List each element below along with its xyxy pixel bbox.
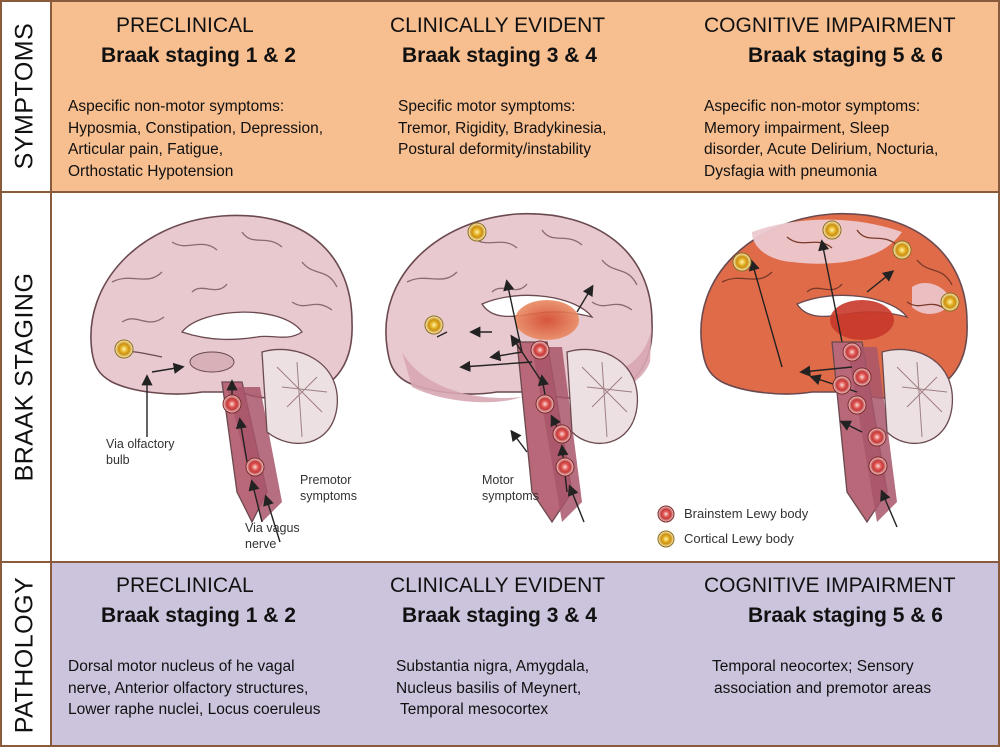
cortical-lewy-body-legend-icon	[657, 530, 675, 548]
brain-stages-illustration: Via olfactory bulb Via vagus nerve Premo…	[90, 213, 968, 551]
desc-line: Hyposmia, Constipation, Depression,	[68, 119, 324, 137]
motor-label-2: symptoms	[482, 489, 539, 503]
desc-line: nerve, Anterior olfactory structures,	[68, 679, 309, 697]
pathology-row: PATHOLOGY PRECLINICAL Braak staging 1 & …	[0, 562, 1000, 747]
legend-label-cortical: Cortical Lewy body	[684, 531, 794, 546]
olfactory-label-1: Via olfactory	[106, 437, 175, 451]
row-divider	[0, 561, 1000, 563]
brainstem-lewy-body-icon	[868, 456, 888, 476]
brainstem-lewy-body-icon	[867, 427, 887, 447]
braak-stage-label: Braak staging 5 & 6	[748, 604, 943, 627]
brainstem-lewy-body-legend-icon	[657, 505, 675, 523]
desc-line: Articular pain, Fatigue,	[68, 141, 224, 158]
premotor-label-1: Premotor	[300, 473, 351, 487]
pathology-col-clinically-evident: CLINICALLY EVIDENT Braak staging 3 & 4 S…	[390, 562, 690, 747]
cortical-lewy-body-icon	[822, 220, 842, 240]
cortical-lewy-body-icon	[424, 315, 444, 335]
stage-title: COGNITIVE IMPAIRMENT	[704, 14, 956, 37]
brainstem-lewy-body-icon	[852, 367, 872, 387]
desc-line: Dysfagia with pneumonia	[704, 162, 878, 180]
desc-line: association and premotor areas	[714, 679, 932, 697]
pathology-col-cognitive-impairment: COGNITIVE IMPAIRMENT Braak staging 5 & 6…	[702, 562, 998, 747]
symptoms-row-label-cell: SYMPTOMS	[0, 0, 52, 192]
brainstem-lewy-body-icon	[552, 424, 572, 444]
stage-title: PRECLINICAL	[116, 574, 254, 597]
vagus-label-2: nerve	[245, 537, 276, 551]
legend-label-brainstem: Brainstem Lewy body	[684, 506, 809, 521]
braak-stage-label: Braak staging 3 & 4	[402, 604, 597, 627]
braak-stage-label: Braak staging 3 & 4	[402, 44, 597, 67]
stage-title: PRECLINICAL	[116, 14, 254, 37]
stage-title: CLINICALLY EVIDENT	[390, 574, 606, 597]
pathology-description: Substantia nigra, Amygdala, Nucleus basi…	[396, 656, 589, 721]
legend: Brainstem Lewy body Cortical Lewy body	[657, 505, 809, 548]
braak-row-label: BRAAK STAGING	[10, 272, 39, 482]
pathology-row-label: PATHOLOGY	[10, 576, 39, 733]
brainstem-lewy-body-icon	[245, 457, 265, 477]
braak-row-label-cell: BRAAK STAGING	[0, 192, 52, 562]
brainstem-lewy-body-icon	[832, 375, 852, 395]
desc-line: Aspecific non-motor symptoms:	[704, 98, 921, 115]
pathology-col-preclinical: PRECLINICAL Braak staging 1 & 2 Dorsal m…	[68, 562, 368, 747]
pathology-row-label-cell: PATHOLOGY	[0, 562, 52, 747]
symptoms-col-preclinical: PRECLINICAL Braak staging 1 & 2 Aspecifi…	[68, 0, 368, 192]
desc-line: Specific motor symptoms:	[398, 98, 576, 115]
olfactory-label-2: bulb	[106, 453, 130, 467]
desc-line: Dorsal motor nucleus of he vagal	[68, 658, 295, 675]
cortical-lewy-body-icon	[732, 252, 752, 272]
brain-stage-3: Brainstem Lewy body Cortical Lewy body	[657, 213, 968, 548]
desc-line: Nucleus basilis of Meynert,	[396, 679, 582, 697]
desc-line: Tremor, Rigidity, Bradykinesia,	[398, 119, 607, 137]
symptoms-panel: PRECLINICAL Braak staging 1 & 2 Aspecifi…	[52, 0, 1000, 192]
braak-stage-label: Braak staging 5 & 6	[748, 44, 943, 67]
row-divider	[0, 191, 1000, 193]
braak-stage-label: Braak staging 1 & 2	[101, 44, 296, 67]
symptoms-row: SYMPTOMS PRECLINICAL Braak staging 1 & 2…	[0, 0, 1000, 192]
brainstem-lewy-body-icon	[530, 340, 550, 360]
desc-line: Temporal mesocortex	[400, 701, 549, 718]
stage-title: CLINICALLY EVIDENT	[390, 14, 606, 37]
brainstem-lewy-body-icon	[555, 457, 575, 477]
symptoms-row-label: SYMPTOMS	[10, 22, 39, 170]
vagus-label-1: Via vagus	[245, 521, 300, 535]
cortical-lewy-body-icon	[940, 292, 960, 312]
desc-line: disorder, Acute Delirium, Nocturia,	[704, 141, 939, 158]
braak-stage-label: Braak staging 1 & 2	[101, 604, 296, 627]
pathology-description: Temporal neocortex; Sensory association …	[712, 656, 931, 699]
desc-line: Memory impairment, Sleep	[704, 119, 890, 137]
stage-title: COGNITIVE IMPAIRMENT	[704, 574, 956, 597]
desc-line: Substantia nigra, Amygdala,	[396, 658, 590, 675]
pathology-panel: PRECLINICAL Braak staging 1 & 2 Dorsal m…	[52, 562, 1000, 747]
desc-line: Aspecific non-motor symptoms:	[68, 98, 285, 115]
symptoms-col-clinically-evident: CLINICALLY EVIDENT Braak staging 3 & 4 S…	[390, 0, 690, 192]
symptoms-col-cognitive-impairment: COGNITIVE IMPAIRMENT Braak staging 5 & 6…	[702, 0, 998, 192]
brain-stage-2: Motor symptoms	[385, 213, 653, 524]
symptom-description: Aspecific non-motor symptoms: Hyposmia, …	[68, 96, 323, 182]
pathology-description: Dorsal motor nucleus of he vagal nerve, …	[68, 656, 320, 721]
cortical-lewy-body-icon	[114, 339, 134, 359]
brainstem-lewy-body-icon	[842, 342, 862, 362]
brain-stage-1: Via olfactory bulb Via vagus nerve Premo…	[90, 214, 357, 551]
symptom-description: Aspecific non-motor symptoms: Memory imp…	[704, 96, 938, 182]
symptom-description: Specific motor symptoms: Tremor, Rigidit…	[398, 96, 606, 161]
brainstem-lewy-body-icon	[222, 394, 242, 414]
motor-label-1: Motor	[482, 473, 514, 487]
cortical-lewy-body-icon	[467, 222, 487, 242]
desc-line: Lower raphe nuclei, Locus coeruleus	[68, 701, 321, 718]
brainstem-lewy-body-icon	[847, 395, 867, 415]
cortical-lewy-body-icon	[892, 240, 912, 260]
desc-line: Orthostatic Hypotension	[68, 162, 234, 180]
premotor-label-2: symptoms	[300, 489, 357, 503]
desc-line: Postural deformity/instability	[398, 141, 591, 158]
brainstem-lewy-body-icon	[535, 394, 555, 414]
desc-line: Temporal neocortex; Sensory	[712, 658, 914, 675]
braak-staging-row: BRAAK STAGING	[0, 192, 1000, 562]
